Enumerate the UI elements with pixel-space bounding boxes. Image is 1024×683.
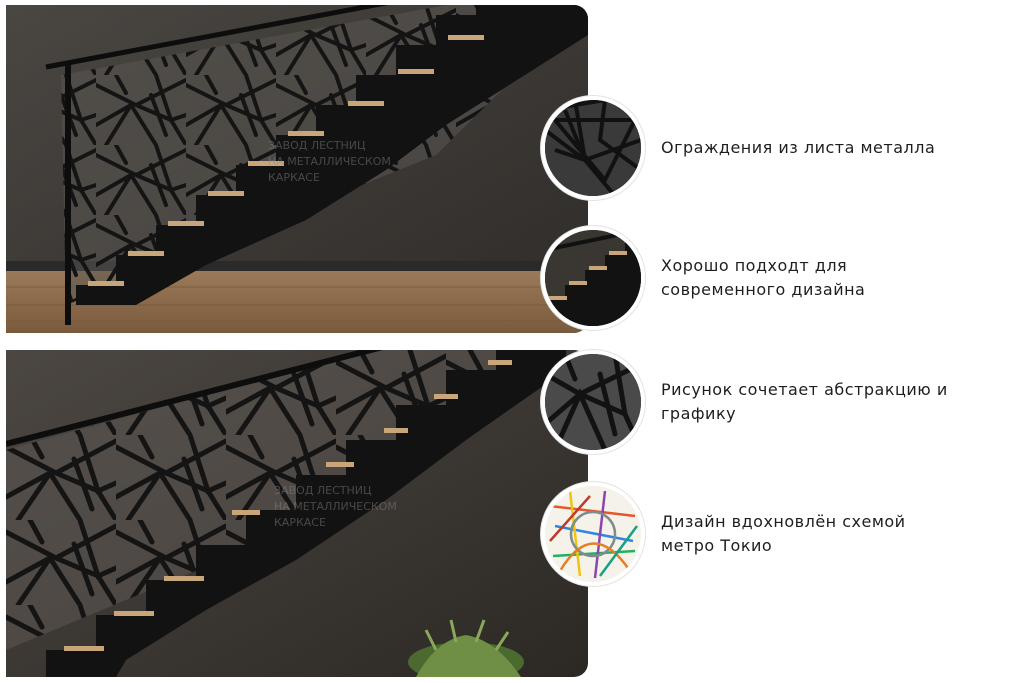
tokyo-metro-map-thumbnail xyxy=(541,482,645,586)
feature-text: Дизайн вдохновлён схемой метро Токио xyxy=(661,512,906,555)
watermark-line3: КАРКАСЕ xyxy=(268,171,320,184)
staircase-illustration-closeup: ЗАВОД ЛЕСТНИЦ НА МЕТАЛЛИЧЕСКОМ КАРКАСЕ xyxy=(6,350,588,677)
watermark-line3: КАРКАСЕ xyxy=(274,516,326,529)
plant xyxy=(408,619,524,677)
watermark-line2: НА МЕТАЛЛИЧЕСКОМ xyxy=(274,500,397,513)
feature-item-metal-railing: Ограждения из листа металла xyxy=(541,96,1011,200)
watermark-line2: НА МЕТАЛЛИЧЕСКОМ xyxy=(268,155,391,168)
abstract-pattern-thumbnail xyxy=(541,350,645,454)
metal-sheet-railing-thumbnail xyxy=(541,96,645,200)
feature-item-modern-design: Хорошо подходт для современного дизайна xyxy=(541,226,1011,330)
stair-detail-thumbnail xyxy=(541,226,645,330)
feature-text: Хорошо подходт для современного дизайна xyxy=(661,256,866,299)
staircase-photo-top: ЗАВОД ЛЕСТНИЦ НА МЕТАЛЛИЧЕСКОМ КАРКАСЕ xyxy=(6,5,588,333)
watermark-line1: ЗАВОД ЛЕСТНИЦ xyxy=(274,484,372,497)
feature-item-tokyo-metro: Дизайн вдохновлён схемой метро Токио xyxy=(541,482,1011,586)
staircase-photo-bottom: ЗАВОД ЛЕСТНИЦ НА МЕТАЛЛИЧЕСКОМ КАРКАСЕ xyxy=(6,350,588,677)
feature-text: Рисунок сочетает абстракцию и графику xyxy=(661,380,948,423)
feature-text: Ограждения из листа металла xyxy=(661,138,936,157)
watermark-line1: ЗАВОД ЛЕСТНИЦ xyxy=(268,139,366,152)
feature-item-abstract-pattern: Рисунок сочетает абстракцию и графику xyxy=(541,350,1011,454)
staircase-illustration: ЗАВОД ЛЕСТНИЦ НА МЕТАЛЛИЧЕСКОМ КАРКАСЕ xyxy=(6,5,588,333)
